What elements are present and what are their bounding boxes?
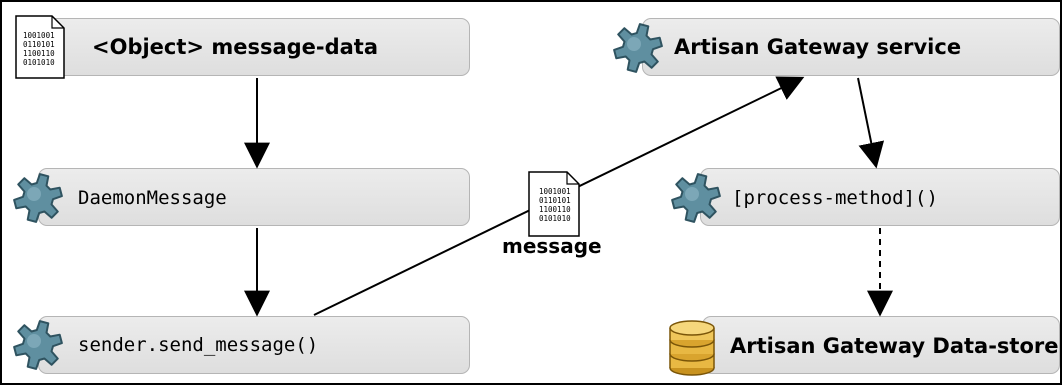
node-label-send-message: sender.send_message() [78, 334, 319, 356]
doc-binary-line: 1001001 [23, 31, 55, 40]
binary-document-icon: 1001001 0110101 1100110 0101010 [15, 15, 65, 79]
node-box-process-method [700, 168, 1060, 226]
node-box-message-data [38, 18, 470, 76]
doc-binary-line: 0110101 [23, 40, 55, 49]
database-icon [669, 320, 715, 376]
arrow-gateway-to-process [857, 77, 885, 169]
node-box-daemon-message [38, 168, 470, 226]
node-label-data-store: Artisan Gateway Data-store [730, 334, 1059, 358]
gear-icon [13, 173, 63, 223]
message-document-icon: 1001001 0110101 1100110 0101010 [528, 171, 580, 237]
doc-binary-line: 1100110 [23, 49, 55, 58]
doc-binary-line: 0110101 [539, 196, 571, 205]
node-label-gateway-service: Artisan Gateway service [674, 35, 962, 59]
doc-binary-line: 1100110 [539, 205, 571, 214]
doc-binary-line: 0101010 [23, 58, 55, 67]
gear-icon [671, 173, 721, 223]
gear-icon [13, 320, 63, 370]
node-label-process-method: [process-method]() [732, 187, 938, 209]
node-label-daemon-message: DaemonMessage [78, 187, 227, 209]
node-box-send-message [38, 316, 470, 374]
gear-icon [613, 23, 663, 73]
message-label: message [502, 234, 602, 258]
doc-binary-line: 0101010 [539, 214, 571, 223]
node-box-gateway-service [642, 18, 1060, 76]
doc-binary-line: 1001001 [539, 187, 571, 196]
node-label-message-data: <Object> message-data [92, 35, 379, 59]
